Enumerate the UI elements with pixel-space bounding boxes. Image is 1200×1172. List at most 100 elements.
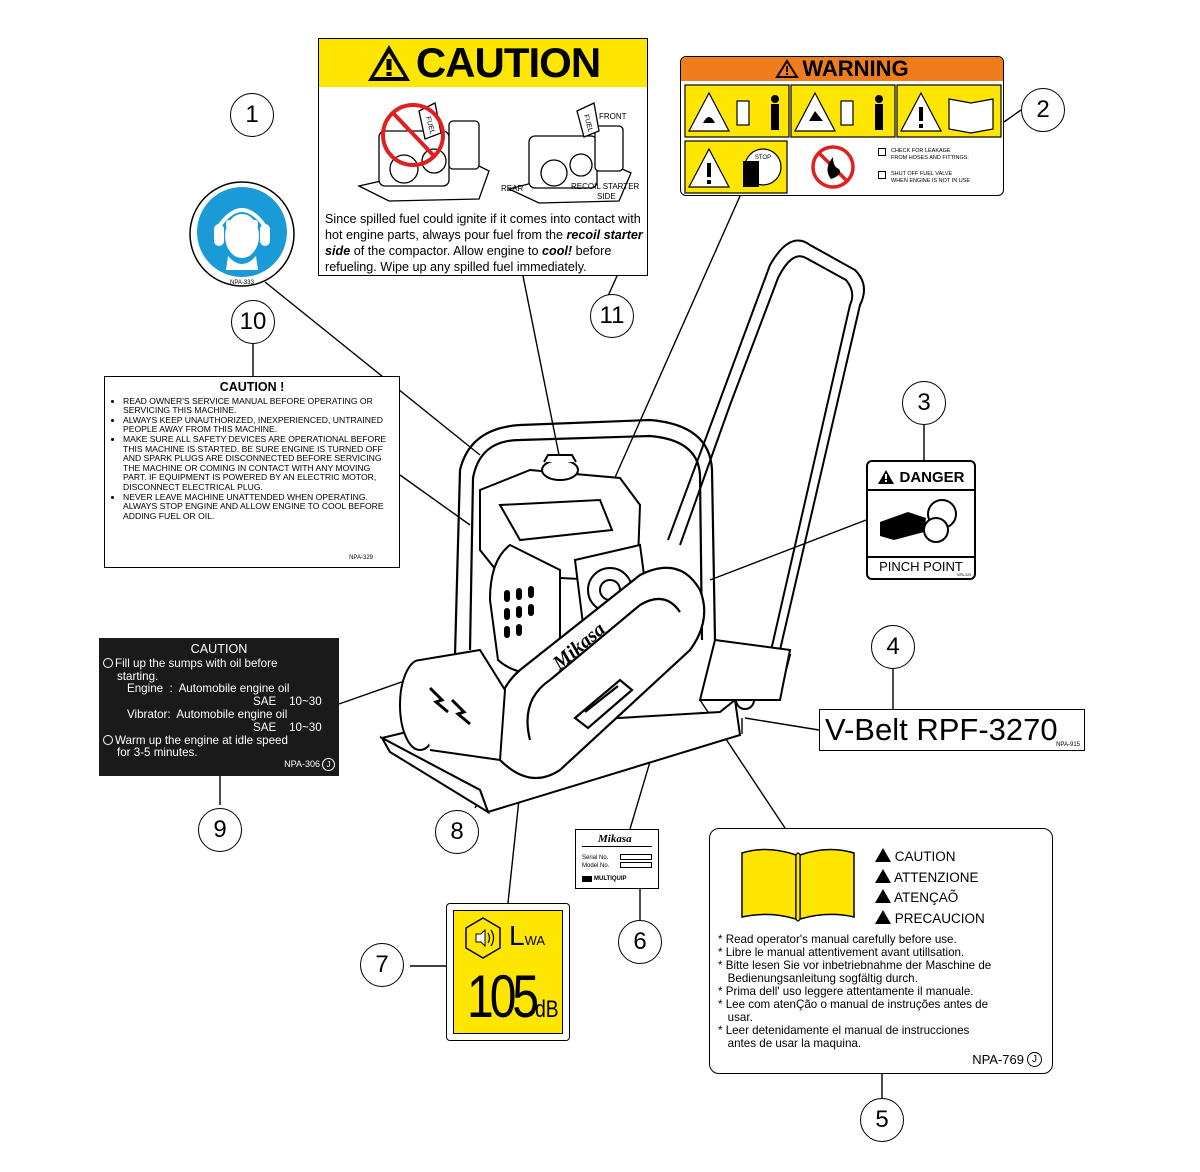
decal-4-text: V-Belt RPF-3270 <box>825 712 1058 747</box>
callout-2: 2 <box>1021 88 1065 132</box>
decal-9-vibrator-sae: SAE 10~30 <box>253 720 322 734</box>
decal-6-nameplate: Mikasa Serial No. Model No. MULTIQUIP <box>575 829 659 889</box>
warning-line: PRECAUCION <box>875 909 985 930</box>
decal-5-lines: * Read operator's manual carefully befor… <box>718 933 1046 1050</box>
list-item: READ OWNER'S SERVICE MANUAL BEFORE OPERA… <box>123 396 395 416</box>
decal-4-code: NPA-915 <box>1056 742 1080 748</box>
callout-5: 5 <box>860 1098 904 1142</box>
decal-6-brand: Mikasa <box>598 833 632 845</box>
warning-triangle-icon <box>878 470 895 484</box>
label-fuel-rear: FUEL <box>424 116 435 135</box>
decal-3-title: DANGER <box>899 468 965 486</box>
list-item: * Leer detenidamente el manual de instru… <box>718 1024 970 1037</box>
label-recoil-2: SIDE <box>597 192 616 201</box>
decal-4-v-belt: V-Belt RPF-3270 NPA-915 <box>819 709 1085 751</box>
list-item: ALWAYS KEEP UNAUTHORIZED, INEXPERIENCED,… <box>123 415 395 435</box>
decal-2-header: WARNING <box>681 57 1003 81</box>
callout-8: 8 <box>435 810 479 854</box>
refuel-illustration: FUEL FUEL FRONT REAR RECOIL STARTER SIDE <box>357 102 639 204</box>
warning-triangle-icon <box>875 909 891 924</box>
decal-3-footer: PINCH POINT <box>879 559 963 574</box>
multiquip-logo-icon <box>582 876 592 882</box>
vent-slots <box>504 586 534 638</box>
label-front: FRONT <box>599 112 627 121</box>
warning-line: CAUTION <box>875 847 985 868</box>
list-item: Bedienungsanleitung sogfältig durch. <box>718 972 918 985</box>
decal-10-code: NPA-329 <box>349 555 373 562</box>
head-protection-icon <box>214 208 270 270</box>
decal-2-title: WARNING <box>802 56 909 81</box>
warning-triangle-icon <box>775 59 800 78</box>
callout-10: 10 <box>231 300 275 344</box>
callout-11: 11 <box>590 294 634 338</box>
label-rear: REAR <box>501 184 523 193</box>
decal-11-title: CAUTION <box>415 39 601 86</box>
decal-1-code: NPA-333 <box>230 280 255 286</box>
stop-label: STOP <box>755 155 771 161</box>
decal-9-engine-sae: SAE 10~30 <box>253 695 322 709</box>
speaker-icon <box>465 917 501 959</box>
warning-triangle-icon <box>875 889 891 903</box>
decal-3-header: DANGER <box>872 466 970 488</box>
callout-7: 7 <box>360 943 404 987</box>
decal-9-line-2: starting. <box>117 669 159 683</box>
decal-10-caution-list: CAUTION ! READ OWNER'S SERVICE MANUAL BE… <box>104 376 400 568</box>
callout-3: 3 <box>902 381 946 425</box>
callout-1: 1 <box>230 93 274 137</box>
serial-field <box>620 854 652 860</box>
decal-11-text: Since spilled fuel could ignite if it co… <box>325 212 643 274</box>
warning-triangle-icon <box>875 868 891 883</box>
list-item: * Prima dell' uso leggere attentamente i… <box>718 985 974 998</box>
list-item: antes de usar la maquina. <box>718 1037 862 1050</box>
warning-triangle-icon <box>875 848 891 862</box>
label-recoil-1: RECOIL STARTER <box>571 182 639 191</box>
list-item: * Lee com atenÇão o manual de instruções… <box>718 998 989 1011</box>
decal-9-vibrator: Vibrator: Automobile engine oil <box>127 707 288 721</box>
decal-3-code: NPA-323 <box>957 573 971 577</box>
list-item: * Libre le manual attentivement avant ut… <box>718 946 965 959</box>
decal-9-line-4: for 3-5 minutes. <box>117 746 198 760</box>
open-book-icon <box>741 848 855 922</box>
list-item: * Read operator's manual carefully befor… <box>718 933 957 946</box>
list-item: * Bitte lesen Sie vor inbetriebnahme der… <box>718 959 992 972</box>
warning-triangle-icon <box>367 45 410 81</box>
decal-6-maker: MULTIQUIP <box>582 876 627 882</box>
list-item: NEVER LEAVE MACHINE UNATTENDED WHEN OPER… <box>123 492 395 522</box>
decal-9-engine: Engine : Automobile engine oil <box>127 682 290 696</box>
decal-3-danger-pinch-point: DANGER PINCH POINT NPA-323 <box>866 460 976 580</box>
decal-6-serial: Serial No. <box>582 855 609 861</box>
decal-7-value: 105dB <box>467 963 559 1030</box>
decal-2-warning: WARNING STOP <box>680 56 1004 196</box>
decal-7-sound-level: LWA 105dB <box>446 903 570 1041</box>
decal-10-title: CAUTION ! <box>219 380 285 394</box>
callout-9: 9 <box>198 808 242 852</box>
decal-5-read-manual: CAUTION ATTENZIONE ATENÇAÕ PRECAUCION * … <box>709 828 1053 1074</box>
label-fuel-side: FUEL <box>582 114 593 133</box>
decal-9-line-3: Warm up the engine at idle speed <box>99 734 339 748</box>
warning-line: ATTENZIONE <box>875 868 985 889</box>
decal-11-header: CAUTION <box>319 39 647 87</box>
decal-5-warnings: CAUTION ATTENZIONE ATENÇAÕ PRECAUCION <box>875 847 985 929</box>
decal-7-lwa: LWA <box>509 920 546 951</box>
callout-4: 4 <box>871 625 915 669</box>
list-item: MAKE SURE ALL SAFETY DEVICES ARE OPERATI… <box>123 434 395 493</box>
decal-10-items: READ OWNER'S SERVICE MANUAL BEFORE OPERA… <box>105 396 399 522</box>
decal-11-caution-refuel: CAUTION FUEL FUEL FRONT REAR RECOIL STAR… <box>318 38 648 276</box>
decal-2-pictograms: STOP <box>684 84 1002 194</box>
callout-6: 6 <box>618 920 662 964</box>
decal-1-ppe-sign: NPA-333 <box>189 181 295 287</box>
model-field <box>620 862 652 868</box>
list-item: usar. <box>718 1011 753 1024</box>
warning-line: ATENÇAÕ <box>875 888 985 909</box>
decal-6-model: Model No. <box>582 863 610 869</box>
decal-9-title: CAUTION <box>190 642 248 656</box>
decal-9-oil-caution: CAUTION Fill up the sumps with oil befor… <box>99 638 339 776</box>
decal-9-line-1: Fill up the sumps with oil before <box>99 657 339 671</box>
pinch-point-icon <box>880 499 957 543</box>
